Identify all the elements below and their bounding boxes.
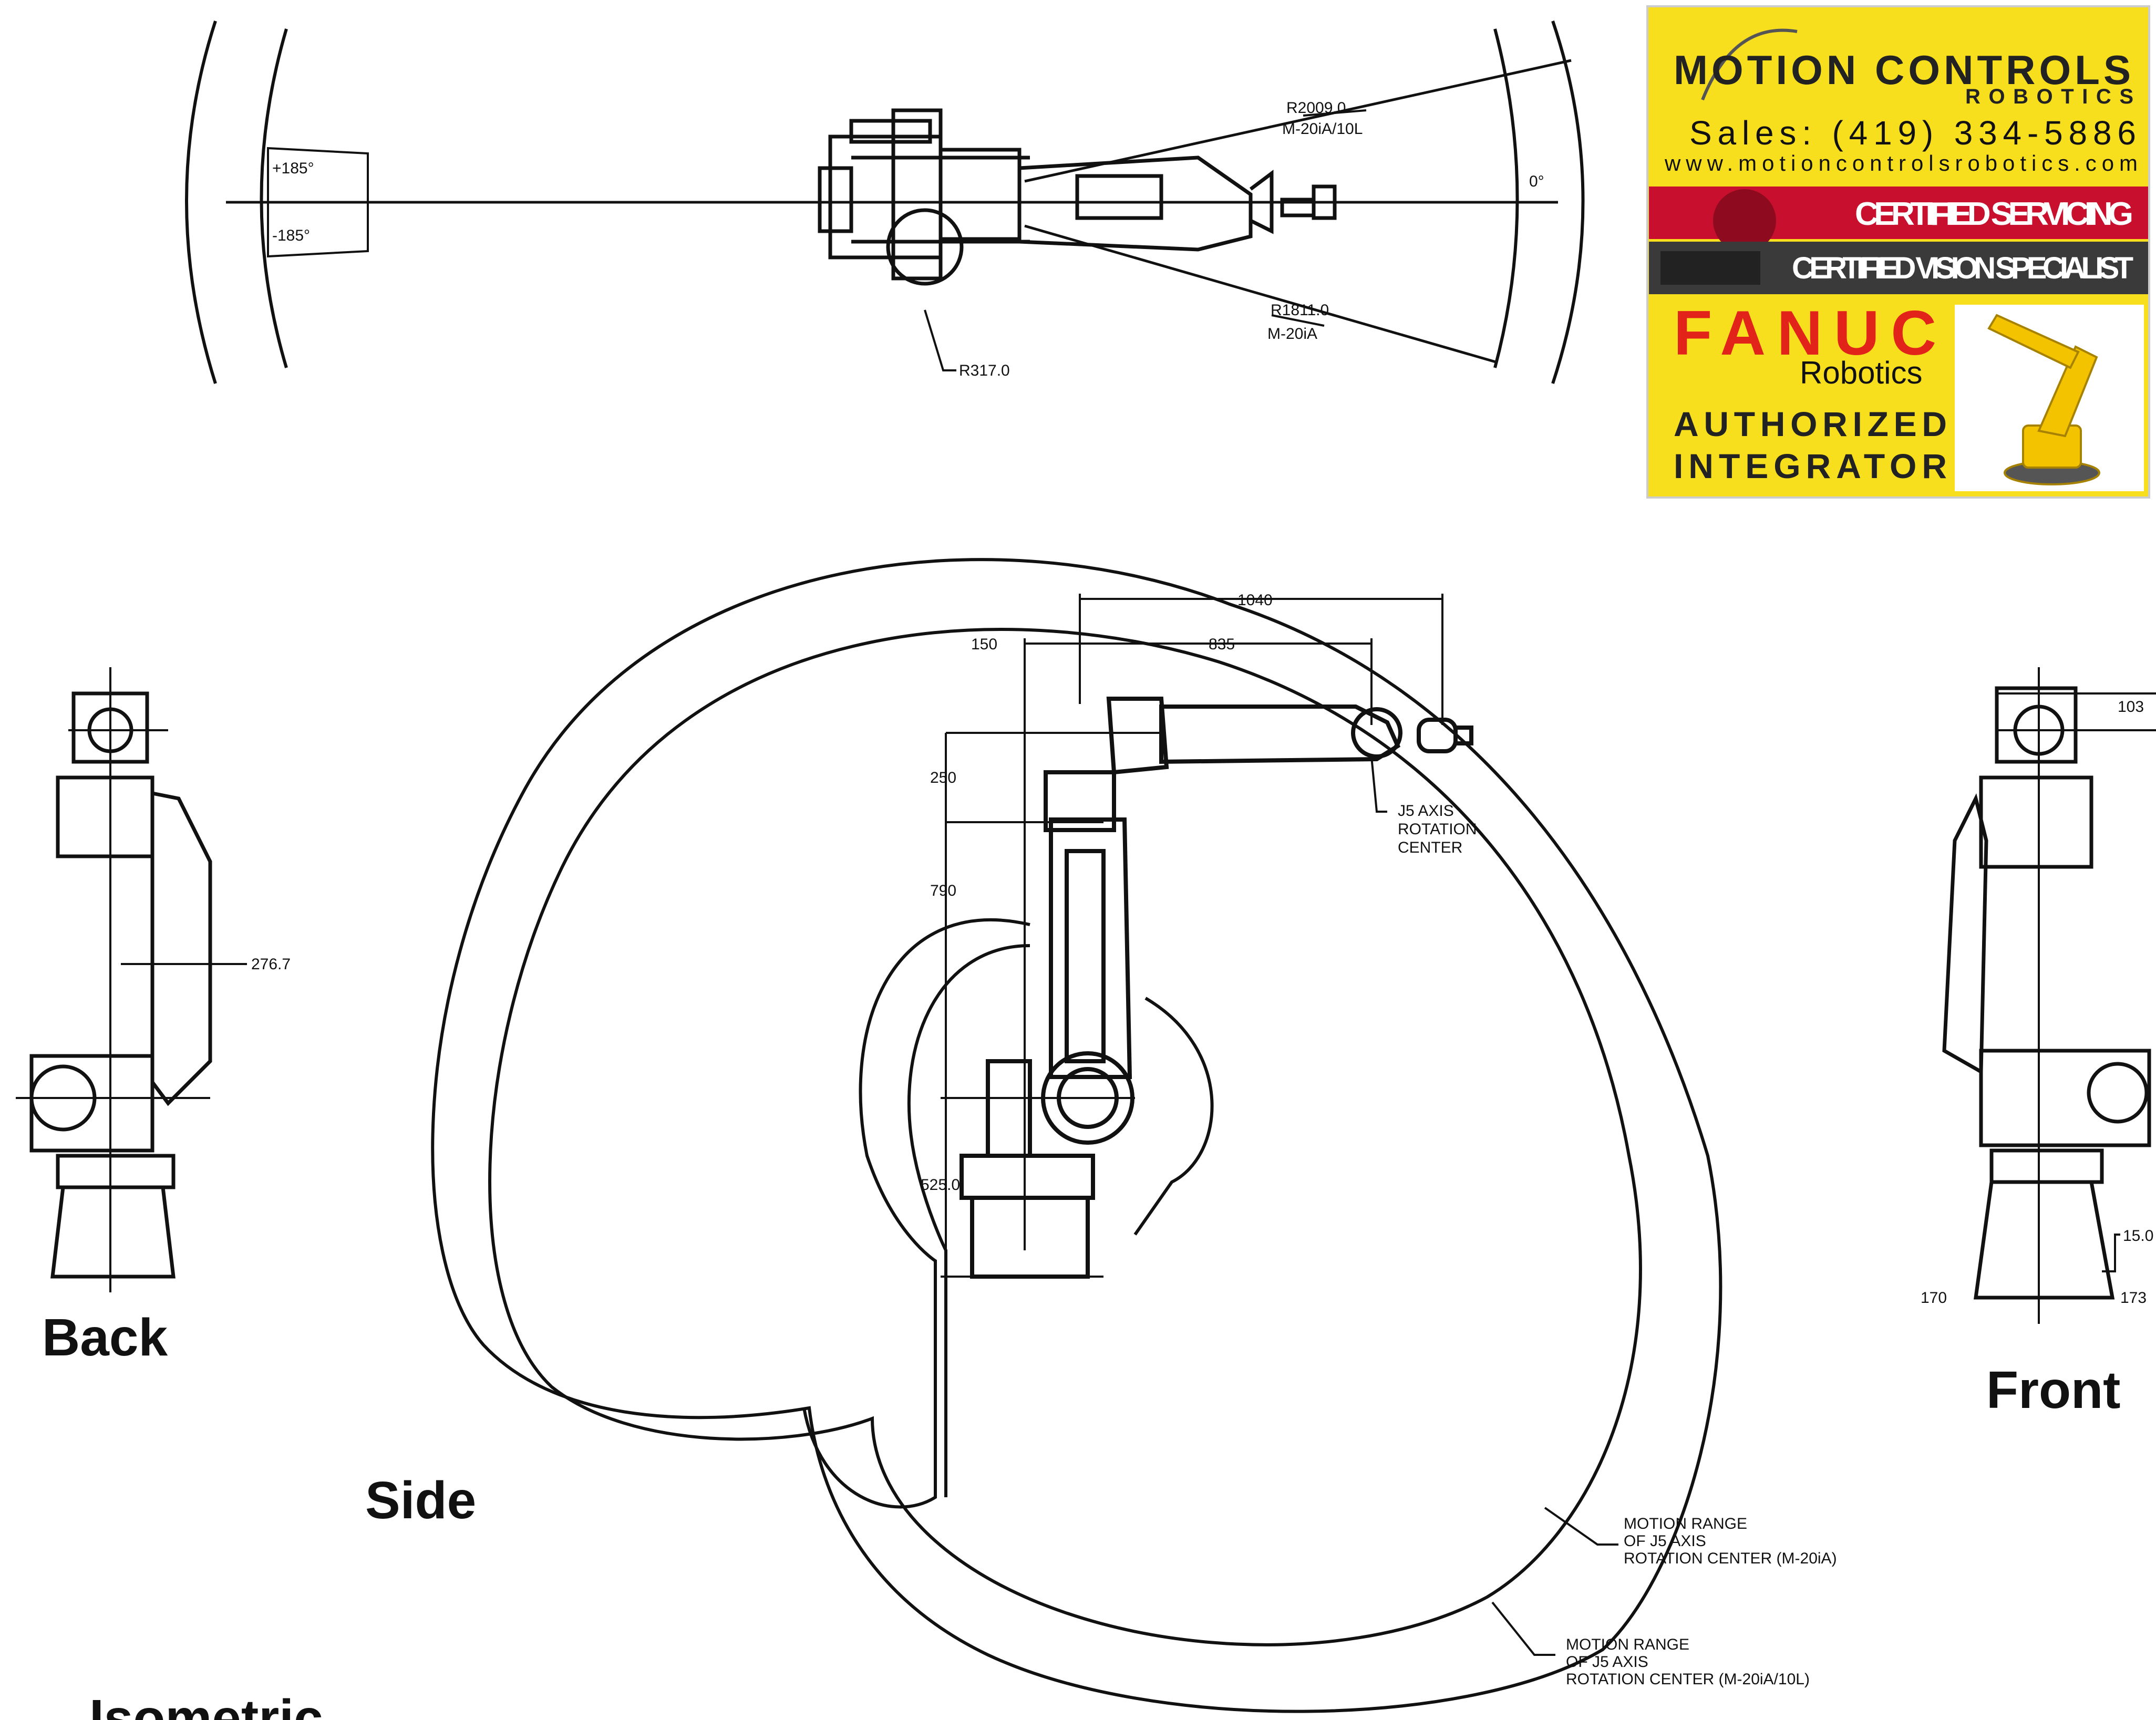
robot-side-silhouette	[960, 697, 1473, 1279]
dim-250: 250	[930, 769, 956, 786]
dim-150: 150	[971, 636, 997, 653]
zero-angle-label: 0°	[1529, 173, 1544, 190]
integrator-badge: MOTION CONTROLS ROBOTICS Sales: (419) 33…	[1646, 5, 2150, 499]
front-dim-base: 15.0	[2123, 1227, 2153, 1245]
base-radius-leader	[924, 309, 956, 371]
inner-radius-label: R1811.0	[1271, 302, 1329, 319]
front-dim-top: 103	[2118, 698, 2144, 716]
camera-icon	[1660, 251, 1760, 285]
inner-lobe	[1133, 997, 1214, 1236]
j5-label-1: J5 AXIS	[1398, 802, 1454, 820]
website: www.motioncontrolsrobotics.com	[1664, 151, 2138, 175]
plus-angle-label: +185°	[272, 160, 314, 177]
robot-photo-icon	[1987, 314, 2100, 485]
side-view-title: Side	[365, 1471, 476, 1530]
range-a-label-1: MOTION RANGE	[1624, 1515, 1747, 1532]
isometric-view-title: Isometric	[89, 1689, 323, 1720]
vision-label: CERTIFIED VISION SPECIALIST	[1792, 251, 2133, 285]
gear-icon	[1713, 189, 1776, 252]
back-view	[16, 667, 247, 1292]
range-curve-m20ia	[488, 628, 1642, 1646]
sales-phone: Sales: (419) 334-5886	[1689, 114, 2136, 152]
range-a-label-2: OF J5 AXIS	[1624, 1532, 1706, 1550]
outer-radius-label: R2009.0	[1286, 99, 1346, 117]
inner-pocket-outer	[802, 918, 1030, 1509]
back-view-labels: 276.7 Back	[42, 956, 291, 1367]
range-b-label-2: OF J5 AXIS	[1566, 1653, 1648, 1671]
dim-1040: 1040	[1237, 592, 1273, 609]
front-view	[1942, 667, 2156, 1324]
outer-radius-leader	[1303, 109, 1367, 117]
integrator-label: INTEGRATOR	[1674, 447, 1947, 485]
inner-radius-leader	[1271, 314, 1325, 327]
dim-790: 790	[930, 882, 956, 899]
j5-label-2: ROTATION	[1398, 821, 1477, 838]
servicing-label: CERTIFIED SERVICING	[1855, 196, 2133, 232]
robotics-label: Robotics	[1800, 355, 1922, 390]
range-b-label-3: ROTATION CENTER (M-20iA/10L)	[1566, 1671, 1810, 1688]
outer-range-arc-right	[1551, 20, 1585, 384]
badge-swoosh-icon	[1701, 28, 1798, 101]
robot-top-silhouette	[818, 108, 1337, 286]
minus-angle-label: -185°	[272, 227, 310, 244]
range-curve-m20ia-10l	[431, 558, 1722, 1713]
authorized-label: AUTHORIZED	[1674, 405, 1947, 443]
top-view	[185, 20, 1585, 384]
outer-model-label: M-20iA/10L	[1282, 120, 1363, 138]
front-view-labels: 103 15.0 170 173 Front	[1921, 698, 2153, 1419]
side-view-labels: 1040 150 835 250 790 525.0 J5 AXIS ROTAT…	[921, 592, 1837, 1688]
back-view-title: Back	[42, 1308, 168, 1367]
company-name: MOTION CONTROLS	[1674, 47, 2131, 93]
dim-835: 835	[1209, 636, 1235, 653]
dimension-lines	[941, 594, 1618, 1656]
side-view	[431, 558, 1722, 1713]
range-a-label-3: ROTATION CENTER (M-20iA)	[1624, 1550, 1837, 1567]
inner-pocket-inner	[907, 944, 1030, 1497]
base-radius-label: R317.0	[959, 362, 1010, 379]
front-dim-left: 170	[1921, 1289, 1947, 1307]
outer-range-arc-left	[185, 20, 217, 384]
back-dim-label: 276.7	[251, 956, 291, 973]
company-subname: ROBOTICS	[1965, 85, 2133, 108]
dim-525: 525.0	[921, 1176, 960, 1194]
inner-radius-line	[1024, 224, 1498, 364]
inner-range-arc-left	[260, 28, 288, 368]
front-view-title: Front	[1986, 1361, 2120, 1419]
top-view-labels: +185° -185° 0° R2009.0 M-20iA/10L R1811.…	[272, 99, 1544, 379]
inner-model-label: M-20iA	[1267, 325, 1317, 343]
front-dim-right: 173	[2120, 1289, 2147, 1307]
j5-label-3: CENTER	[1398, 839, 1462, 856]
inner-range-arc-right	[1493, 28, 1519, 368]
angle-box	[267, 147, 369, 258]
range-b-label-1: MOTION RANGE	[1566, 1636, 1689, 1653]
